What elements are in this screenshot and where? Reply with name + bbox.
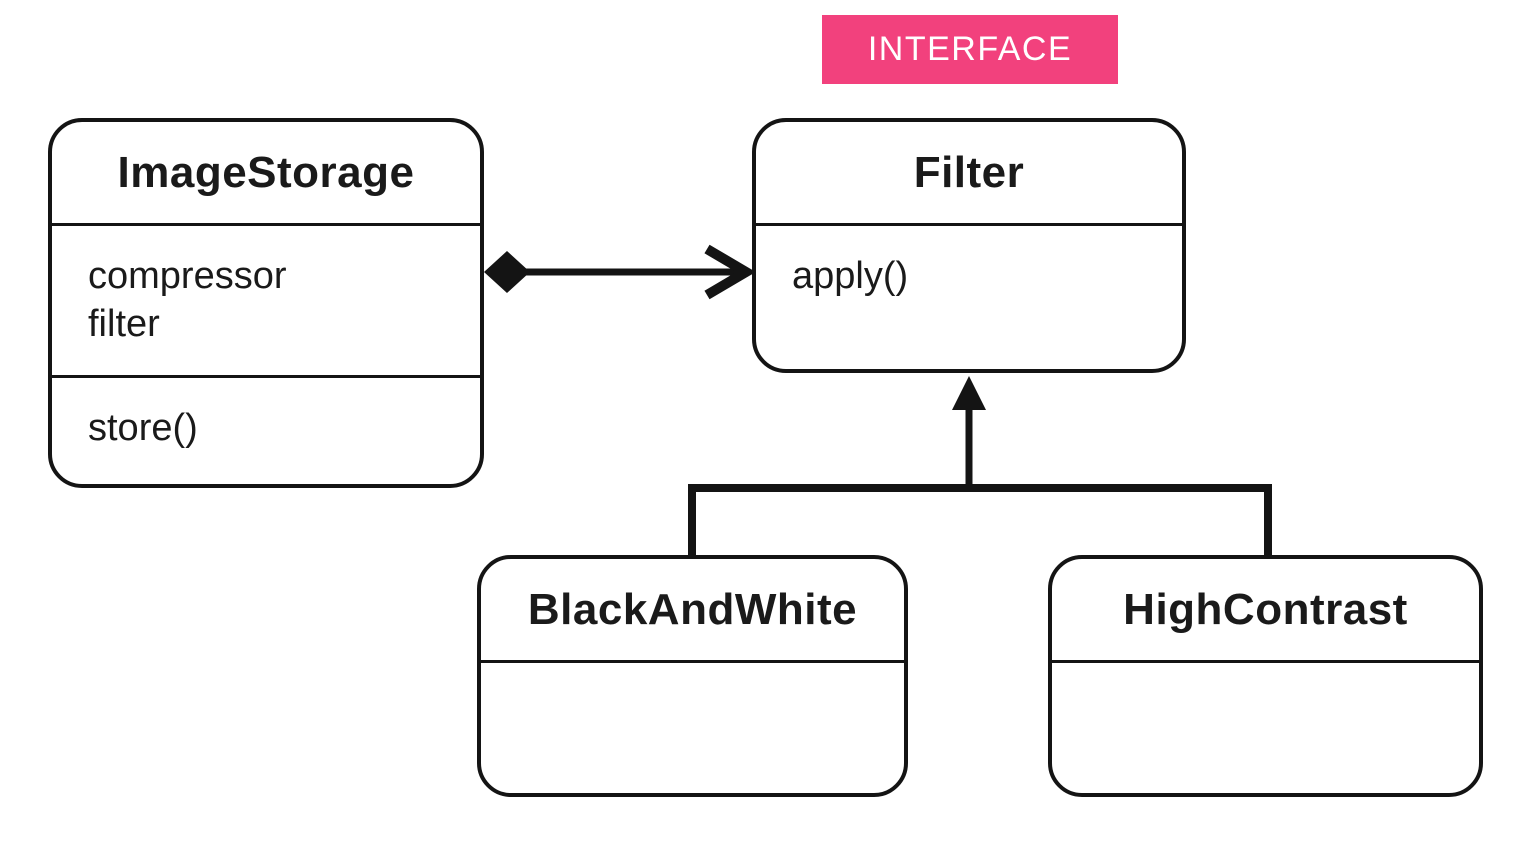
class-attributes-imagestorage: compressor filter [52,226,480,378]
attribute-filter: filter [88,303,160,345]
class-title-blackandwhite: BlackAndWhite [481,559,904,663]
filled-diamond-icon [484,251,530,293]
class-box-blackandwhite: BlackAndWhite [477,555,908,797]
class-body-blackandwhite [481,663,904,793]
class-box-filter: Filter apply() [752,118,1186,373]
class-methods-filter: apply() [756,226,1182,369]
interface-badge-label: INTERFACE [867,30,1073,68]
filled-triangle-arrowhead-icon [952,376,986,410]
class-title-filter: Filter [756,122,1182,226]
interface-badge: INTERFACE [822,15,1118,84]
composition-arrow-imagestorage-to-filter [484,244,756,300]
class-title-imagestorage: ImageStorage [52,122,480,226]
method-apply: apply() [792,255,909,297]
class-body-highcontrast [1052,663,1479,793]
class-box-highcontrast: HighContrast [1048,555,1483,797]
class-title-highcontrast: HighContrast [1052,559,1479,663]
class-methods-imagestorage: store() [52,378,480,484]
open-arrowhead-icon [704,244,756,300]
method-store: store() [88,407,198,449]
attribute-compressor: compressor [88,255,287,297]
inheritance-connector-to-filter [688,376,1272,556]
class-box-imagestorage: ImageStorage compressor filter store() [48,118,484,488]
inheritance-branch-line [688,484,1272,556]
